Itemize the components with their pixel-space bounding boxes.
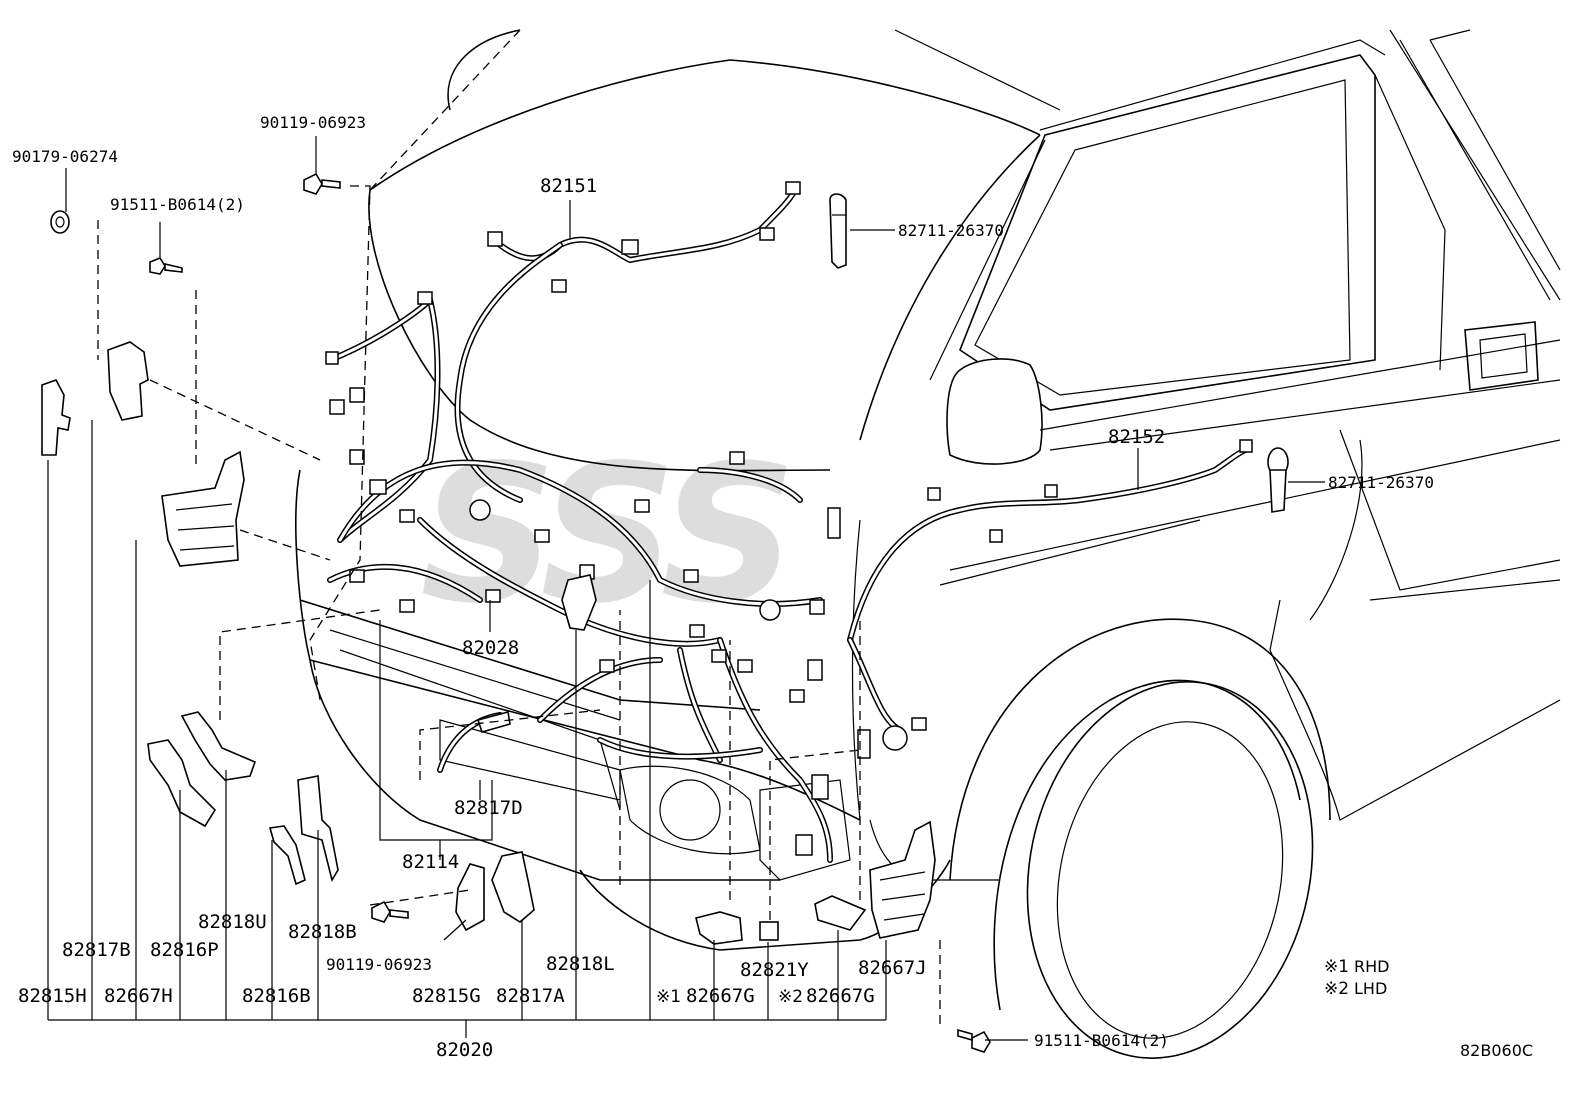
label-82152: 82152 xyxy=(1108,426,1165,448)
loose-parts xyxy=(41,172,1289,1053)
note-mark-2: ※2 xyxy=(778,987,803,1007)
strip-82818u xyxy=(180,711,257,781)
label-82815g: 82815G xyxy=(412,985,481,1007)
bolt-icon xyxy=(957,1028,991,1053)
bolt-icon xyxy=(303,172,341,195)
strip-82816p xyxy=(147,739,217,828)
note-mark-1: ※1 xyxy=(656,987,681,1007)
legend-text-lhd: LHD xyxy=(1354,979,1387,998)
label-82020: 82020 xyxy=(436,1039,493,1061)
bracket-82818b xyxy=(297,775,339,883)
cover-82667h xyxy=(161,450,245,567)
label-82667j: 82667J xyxy=(858,957,927,979)
legend-mark-1: ※1 xyxy=(1324,957,1349,977)
cover-82667g-rhd xyxy=(695,911,743,945)
label-82818b: 82818B xyxy=(288,921,357,943)
bracket-82815h xyxy=(41,379,71,456)
label-82667g-rhd: 82667G xyxy=(686,985,755,1007)
nut-icon xyxy=(50,210,70,234)
bracket-82817b xyxy=(107,341,149,421)
label-82151: 82151 xyxy=(540,175,597,197)
leader-lines xyxy=(47,136,1325,1041)
label-82028: 82028 xyxy=(462,637,519,659)
clip-82818l xyxy=(561,574,597,631)
legend-text-rhd: RHD xyxy=(1354,957,1389,976)
label-82816b: 82816B xyxy=(242,985,311,1007)
label-82667g-lhd: 82667G xyxy=(806,985,875,1007)
harness-connectors xyxy=(325,181,1253,856)
label-82817d: 82817D xyxy=(454,797,523,819)
label-91511-b0614-bottom: 91511-B0614(2) xyxy=(1034,1031,1169,1050)
label-82817a: 82817A xyxy=(496,985,565,1007)
label-82711-26370-side: 82711-26370 xyxy=(1328,473,1434,492)
label-82815h: 82815H xyxy=(18,985,87,1007)
cover-82667j xyxy=(869,820,936,939)
bolt-icon xyxy=(371,900,409,923)
label-82816p: 82816P xyxy=(150,939,219,961)
label-82114: 82114 xyxy=(402,851,459,873)
label-91511-b0614-top: 91511-B0614(2) xyxy=(110,195,245,214)
clip-icon xyxy=(829,193,847,269)
wire-harness xyxy=(327,187,1248,863)
legend-mark-2: ※2 xyxy=(1324,979,1349,999)
relay-82821y xyxy=(759,921,779,941)
strip-82816b xyxy=(268,825,306,886)
part-labels: 90179-06274 91511-B0614(2) 90119-06923 8… xyxy=(12,113,1434,1061)
label-82818u: 82818U xyxy=(198,911,267,933)
reference-code: 82B060C xyxy=(1460,1041,1533,1060)
label-82817b: 82817B xyxy=(62,939,131,961)
label-82711-26370-top: 82711-26370 xyxy=(898,221,1004,240)
clip-icon xyxy=(1267,447,1289,513)
bolt-icon xyxy=(149,257,183,275)
label-82667h: 82667H xyxy=(104,985,173,1007)
bracket-82815g xyxy=(455,863,485,932)
legend-notes: ※1 RHD ※2 LHD xyxy=(1324,957,1389,999)
label-82821y: 82821Y xyxy=(740,959,809,981)
bracket-82817a xyxy=(491,851,535,923)
cover-82667g-lhd xyxy=(814,895,867,931)
label-90119-06923-top: 90119-06923 xyxy=(260,113,366,132)
label-90179-06274: 90179-06274 xyxy=(12,147,118,166)
label-82818l: 82818L xyxy=(546,953,615,975)
label-90119-06923-bottom: 90119-06923 xyxy=(326,955,432,974)
